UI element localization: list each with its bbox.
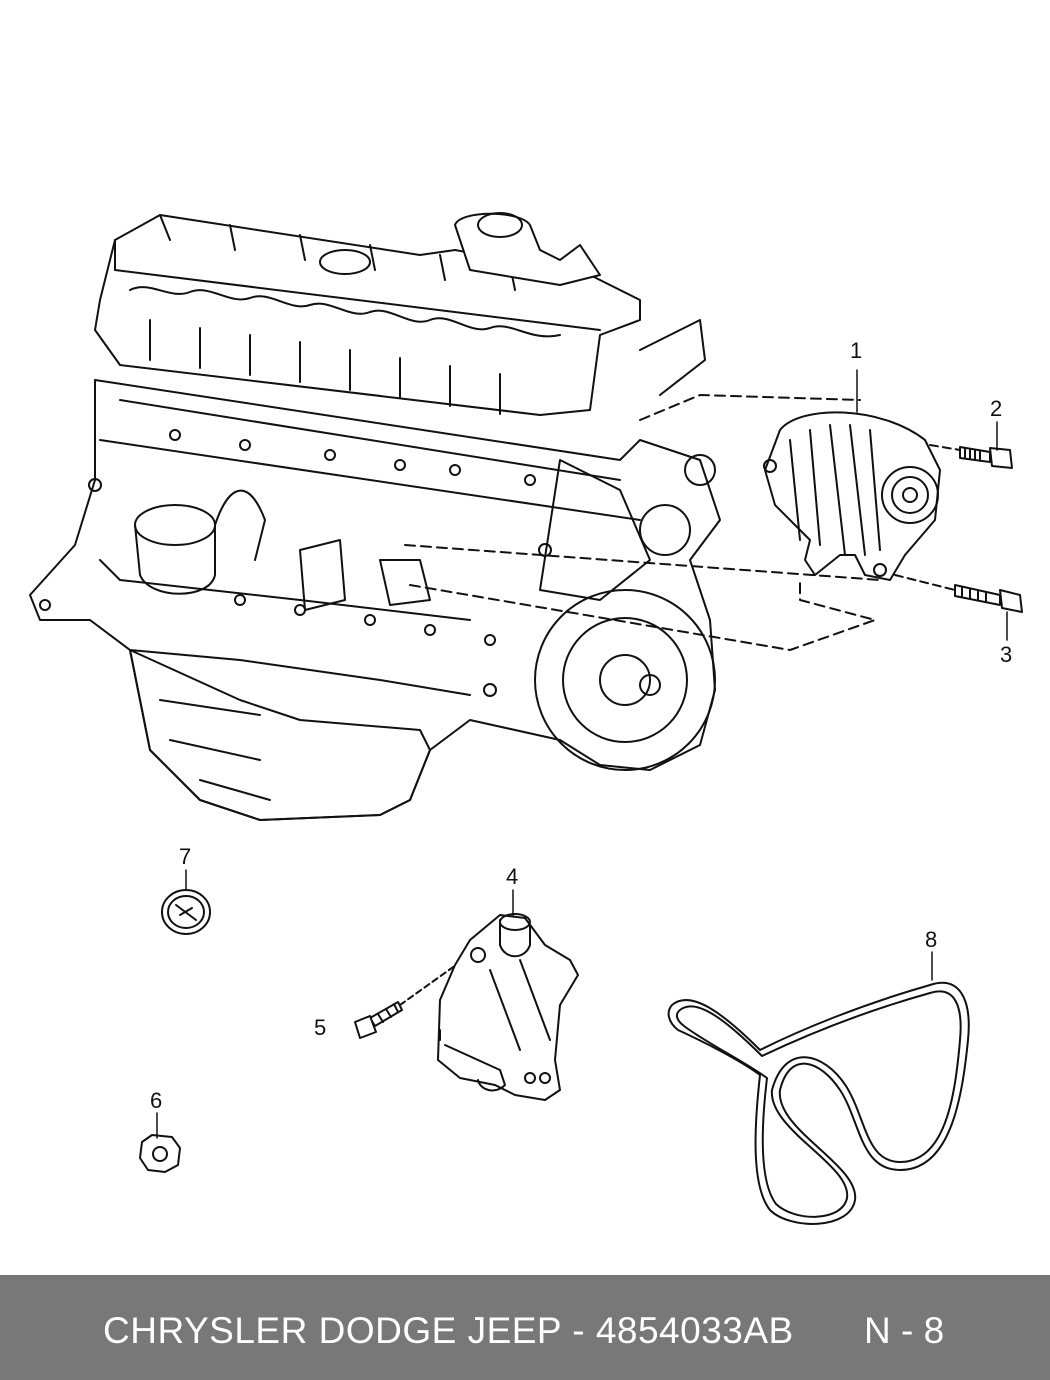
parts-diagram: 1 2 3 4 5 6 7 8 — [29, 212, 1023, 1225]
footer-diagram-code: N - 8 — [864, 1310, 945, 1351]
alternator-bracket-icon — [437, 913, 579, 1101]
callout-3: 3 — [1000, 642, 1012, 667]
bolt-icon — [354, 1001, 403, 1039]
callout-4: 4 — [506, 864, 518, 889]
callout-2: 2 — [990, 396, 1002, 421]
serpentine-belt-icon — [667, 982, 970, 1225]
alternator-icon — [763, 411, 941, 581]
cap-icon — [161, 889, 211, 935]
bolt-icon — [959, 446, 1013, 469]
bolt-icon — [954, 584, 1023, 613]
footer-bar — [0, 1275, 1050, 1380]
callout-5: 5 — [314, 1015, 326, 1040]
engine-block-icon — [29, 212, 721, 821]
callout-8: 8 — [925, 927, 937, 952]
nut-icon — [139, 1134, 181, 1173]
callout-6: 6 — [150, 1088, 162, 1113]
callout-7: 7 — [179, 844, 191, 869]
callout-leaders — [156, 369, 1008, 1139]
callout-1: 1 — [850, 338, 862, 363]
footer-title: CHRYSLER DODGE JEEP - 4854033AB — [103, 1310, 794, 1351]
